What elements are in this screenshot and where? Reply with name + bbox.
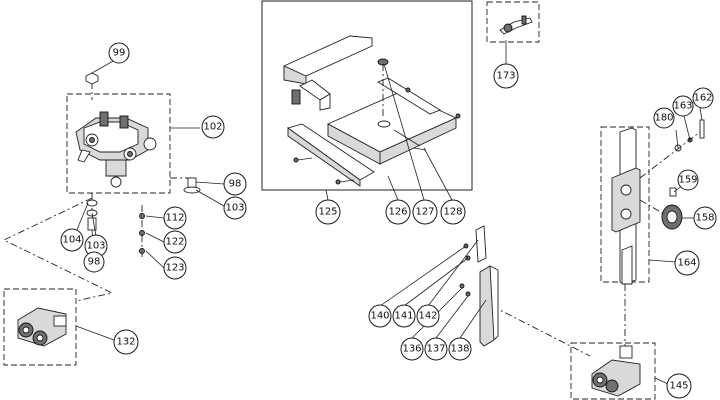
table-box — [261, 0, 473, 191]
callout-125: 125 — [315, 199, 341, 225]
callout-label: 104 — [62, 235, 81, 246]
handle-box — [486, 1, 540, 43]
callout-123: 123 — [163, 256, 187, 280]
callout-label: 128 — [443, 207, 462, 218]
callout-label: 164 — [677, 258, 696, 269]
callout-102: 102 — [201, 115, 225, 139]
callout-label: 132 — [116, 337, 135, 348]
callout-label: 142 — [418, 311, 437, 322]
callout-label: 163 — [673, 101, 692, 112]
callout-label: 98 — [88, 257, 101, 268]
callout-label: 138 — [450, 344, 469, 355]
callout-99: 99 — [108, 42, 130, 64]
callout-136: 136 — [400, 337, 424, 361]
callout-137: 137 — [424, 337, 448, 361]
callout-label: 127 — [415, 207, 434, 218]
callout-140: 140 — [368, 304, 392, 328]
callout-label: 122 — [165, 237, 184, 248]
callout-label: 140 — [370, 311, 389, 322]
callout-label: 103 — [86, 241, 105, 252]
callout-label: 162 — [693, 93, 712, 104]
callout-103: 103 — [84, 234, 108, 258]
callout-label: 159 — [678, 175, 697, 186]
column-assembly — [600, 119, 705, 348]
callout-label: 123 — [165, 263, 184, 274]
callout-98: 98 — [83, 251, 105, 273]
lower-guide-box — [3, 288, 77, 366]
callout-label: 141 — [394, 311, 413, 322]
blade-guard-assembly — [379, 225, 499, 347]
callout-label: 136 — [402, 344, 421, 355]
callout-label: 145 — [669, 381, 688, 392]
callout-label: 173 — [496, 71, 515, 82]
callout-label: 98 — [229, 179, 242, 190]
lower-guide-assembly — [3, 288, 77, 366]
callout-158: 158 — [693, 206, 717, 230]
callout-label: 102 — [203, 122, 222, 133]
callout-163: 163 — [672, 95, 694, 117]
callout-127: 127 — [412, 199, 438, 225]
callout-164: 164 — [674, 250, 700, 276]
callout-label: 137 — [426, 344, 445, 355]
callout-label: 103 — [225, 203, 244, 214]
callout-180: 180 — [653, 107, 675, 129]
callout-173: 173 — [493, 63, 519, 89]
callout-132: 132 — [113, 329, 139, 355]
callout-label: 180 — [654, 113, 673, 124]
callout-label: 99 — [113, 48, 126, 59]
upper-guide-assembly — [2, 72, 201, 302]
callout-128: 128 — [440, 199, 466, 225]
callout-label: 158 — [695, 213, 714, 224]
callout-142: 142 — [416, 304, 440, 328]
callout-145: 145 — [666, 373, 692, 399]
bottom-guide-assembly — [491, 305, 656, 400]
callout-104: 104 — [60, 228, 84, 252]
callout-159: 159 — [677, 169, 699, 191]
callout-122: 122 — [163, 230, 187, 254]
upper-guide-box — [66, 93, 171, 194]
callout-label: 112 — [165, 213, 184, 224]
callout-141: 141 — [392, 304, 416, 328]
callout-162: 162 — [692, 87, 714, 109]
table-assembly — [261, 0, 473, 191]
callout-label: 125 — [318, 207, 337, 218]
tension-handle-assembly — [486, 1, 540, 43]
callout-112: 112 — [163, 206, 187, 230]
callout-126: 126 — [385, 199, 411, 225]
callout-98: 98 — [223, 172, 247, 196]
callout-103: 103 — [223, 196, 247, 220]
callout-label: 126 — [388, 207, 407, 218]
bottom-guide-box — [570, 342, 656, 400]
callout-138: 138 — [448, 337, 472, 361]
